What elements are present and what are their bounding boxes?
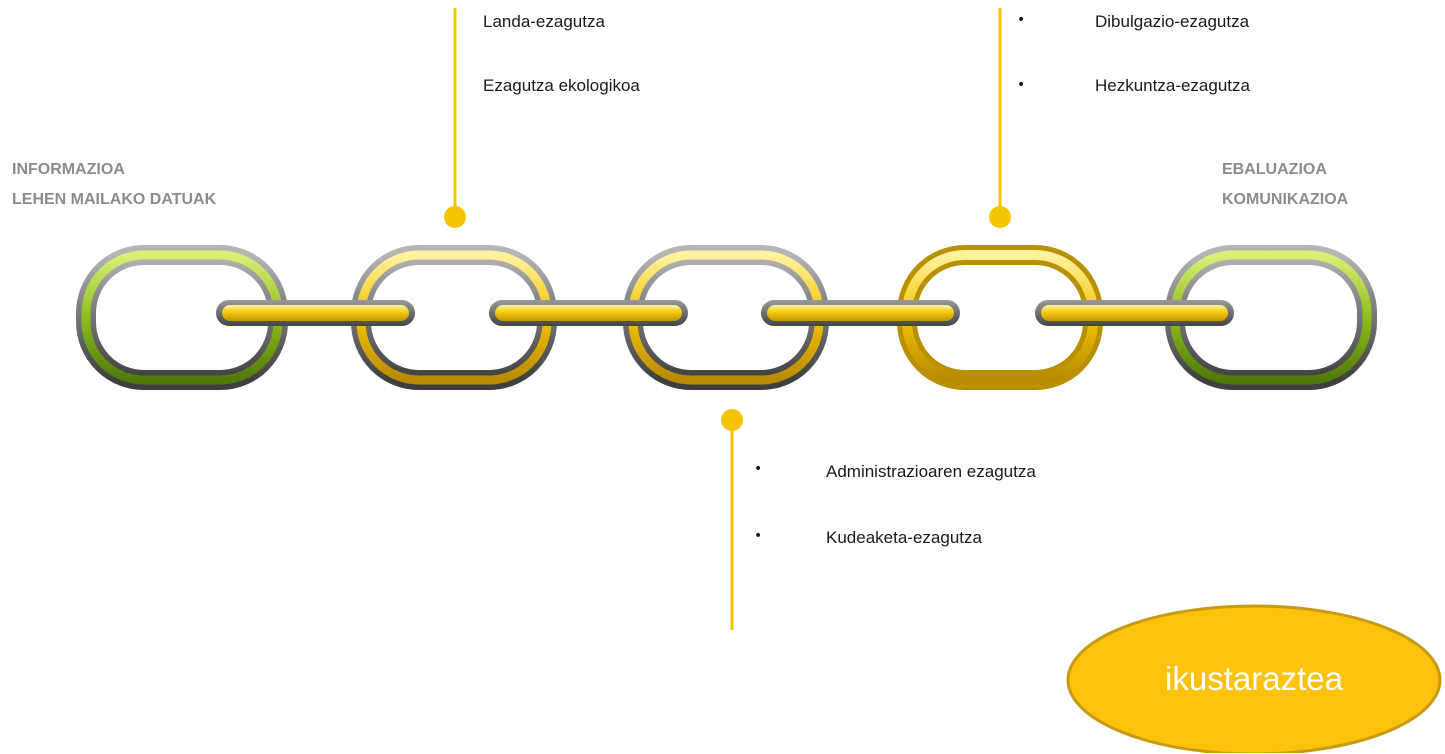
left-stage-line1: INFORMAZIOA [12, 161, 125, 178]
link4-bullet-1: • [1017, 12, 1026, 28]
link4-item-2: Hezkuntza-ezagutza [1095, 76, 1250, 95]
visualize-ellipse[interactable] [1066, 604, 1442, 753]
callout-connector-link3 [721, 409, 743, 630]
link2-item-1: Landa-ezagutza [483, 12, 605, 31]
visualize-button-label: ikustaraztea [1165, 660, 1343, 697]
left-stage-label: INFORMAZIOA LEHEN MAILAKO DATUAK [12, 155, 216, 215]
visualize-button[interactable]: ikustaraztea [1066, 604, 1442, 754]
link2-item-2: Ezagutza ekologikoa [483, 76, 640, 95]
link3-item-2: Kudeaketa-ezagutza [826, 528, 982, 547]
link4-bullet-2: • [1017, 77, 1026, 93]
left-stage-line2: LEHEN MAILAKO DATUAK [12, 191, 217, 208]
chain-bar-2 [489, 300, 688, 326]
chain-bar-3 [761, 300, 960, 326]
link3-item-1: Administrazioaren ezagutza [826, 462, 1036, 481]
link3-bullet-2: • [754, 528, 763, 544]
link4-item-1: Dibulgazio-ezagutza [1095, 12, 1250, 31]
right-stage-line1: EBALUAZIOA [1222, 161, 1327, 178]
right-stage-line2: KOMUNIKAZIOA [1222, 191, 1349, 208]
callout-connector-link4 [989, 8, 1011, 228]
chain-bar-4 [1035, 300, 1234, 326]
link3-bullet-1: • [754, 461, 763, 477]
right-stage-label: EBALUAZIOA KOMUNIKAZIOA [1222, 155, 1348, 215]
callout-connector-link2 [444, 8, 466, 228]
chain-bar-1 [216, 300, 415, 326]
